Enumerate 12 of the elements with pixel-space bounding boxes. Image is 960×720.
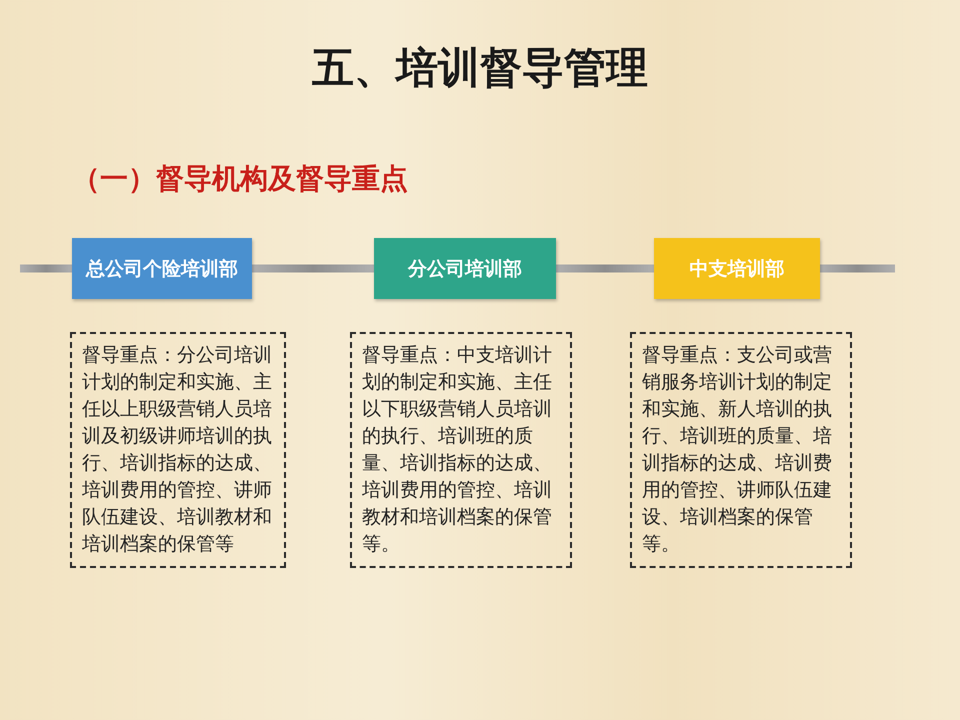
connector-bar xyxy=(20,264,72,272)
department-box: 分公司培训部 xyxy=(374,238,556,299)
connector-bar xyxy=(820,264,895,272)
department-box: 总公司个险培训部 xyxy=(72,238,252,299)
connector-bar xyxy=(252,264,374,272)
dashed-note-box: 督导重点：中支培训计划的制定和实施、主任以下职级营销人员培训的执行、培训班的质量、培训指标的达成、培训费用的管控、培训教材和培训档案的保管等。 xyxy=(350,332,572,568)
dashed-note-box: 督导重点：支公司或营销服务培训计划的制定和实施、新人培训的执行、培训班的质量、培训指标的达成、培训费用的管控、讲师队伍建设、培训档案的保管等。 xyxy=(630,332,852,568)
department-box: 中支培训部 xyxy=(654,238,820,299)
dashed-note-box: 督导重点：分公司培训计划的制定和实施、主任以上职级营销人员培训及初级讲师培训的执行、培训指标的达成、培训费用的管控、讲师队伍建设、培训教材和培训档案的保管等 xyxy=(70,332,286,568)
connector-bar xyxy=(556,264,654,272)
title: 五、培训督导管理 xyxy=(311,42,649,94)
section-heading: （一）督导机构及督导重点 xyxy=(72,161,408,197)
